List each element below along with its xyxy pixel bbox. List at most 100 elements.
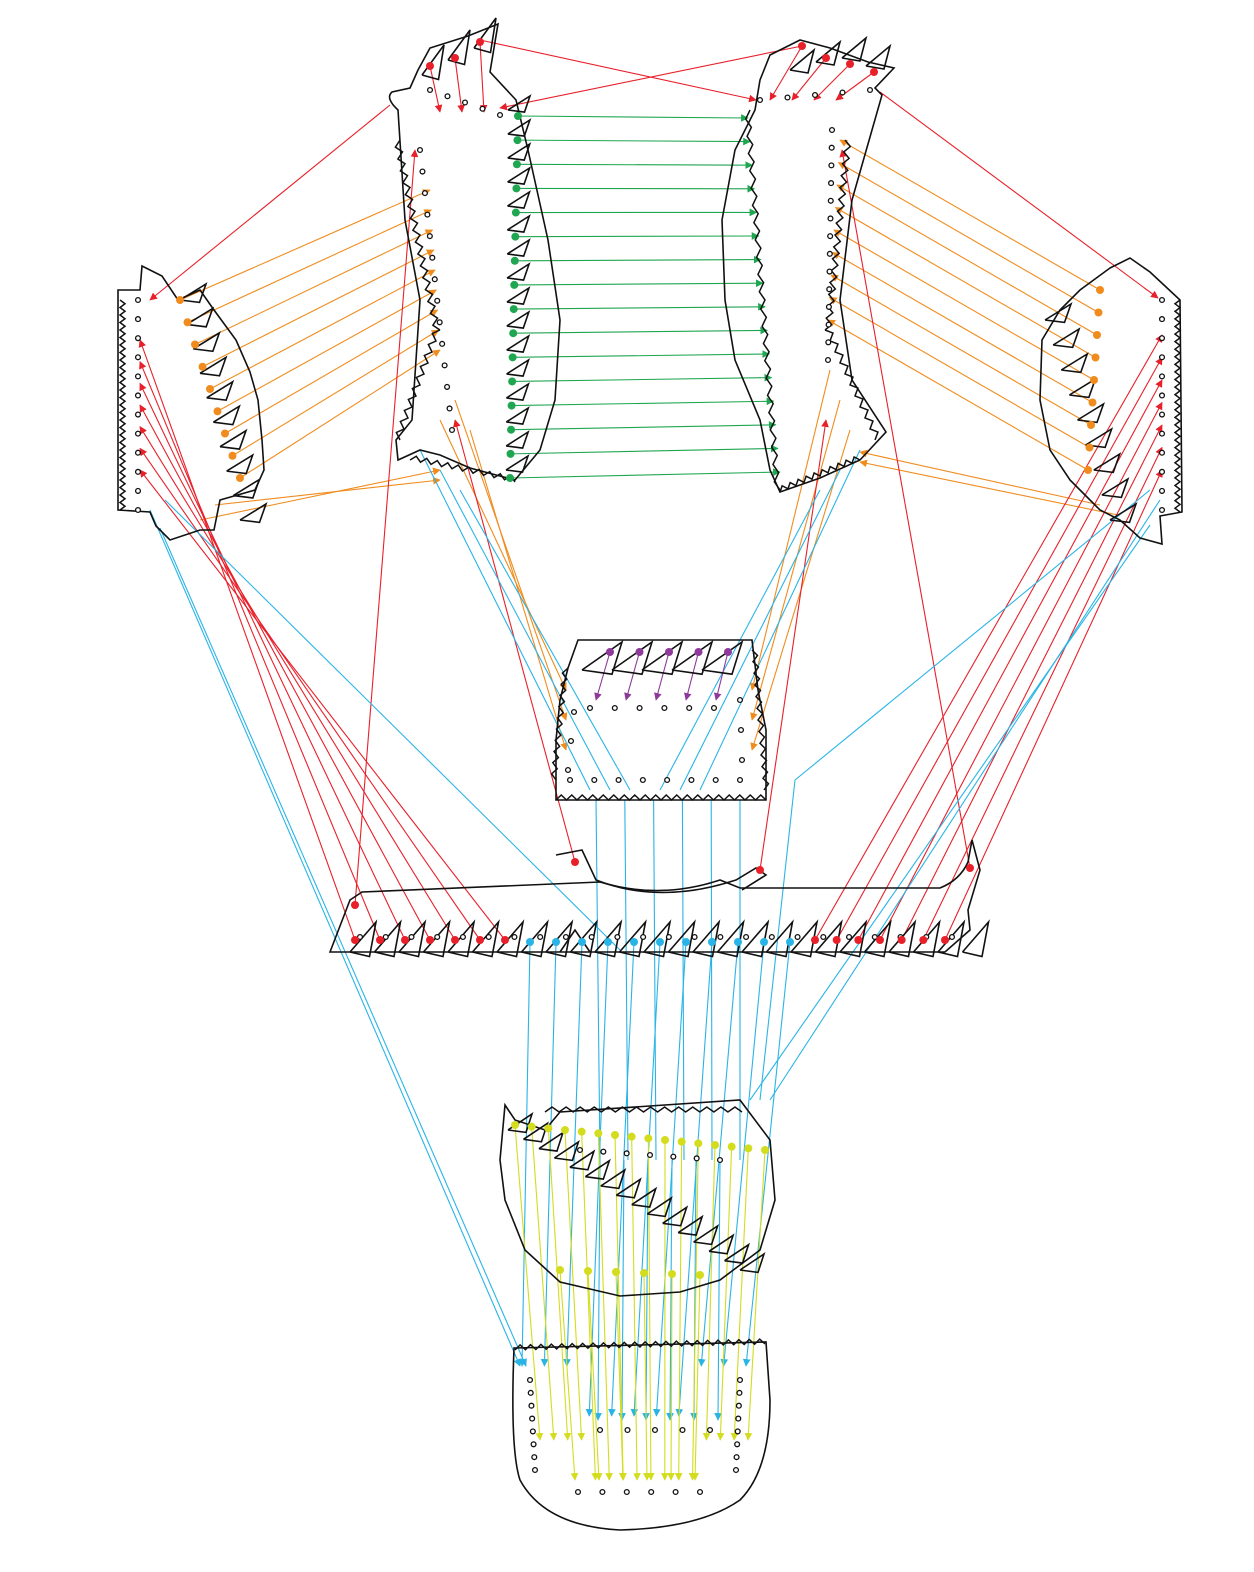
connection-line-orange	[179, 189, 431, 301]
connection-dot	[512, 184, 521, 193]
lower-fan-fin	[615, 1177, 642, 1199]
seam-hole	[429, 254, 436, 261]
seam-hole	[591, 776, 598, 784]
connection-dot	[584, 1267, 592, 1275]
upper-right-top-tab	[815, 39, 842, 66]
connection-line-yellow	[691, 1274, 701, 1481]
seam-hole	[734, 1441, 741, 1448]
connection-dot	[744, 1144, 753, 1153]
upper-left-fin	[506, 334, 531, 353]
center-gusset-tab	[701, 640, 744, 676]
connection-line-orange	[224, 309, 439, 434]
seam-hole	[623, 1150, 630, 1157]
connection-dot	[508, 353, 517, 362]
upper-left-fin	[506, 262, 531, 281]
lower-fan-fin	[584, 1158, 611, 1180]
seam-hole	[734, 1428, 741, 1435]
connection-dot	[1088, 398, 1097, 407]
seam-hole	[828, 162, 835, 169]
seam-hole	[866, 86, 874, 94]
connection-line-blue	[699, 449, 861, 791]
connection-line-orange	[839, 139, 1101, 291]
connection-line-blue	[742, 941, 791, 1367]
connection-line-yellow	[614, 1134, 627, 1481]
seam-hole	[845, 933, 853, 941]
upper-left-top-tab	[447, 29, 471, 66]
connection-line-green	[511, 421, 777, 431]
connection-line-red	[139, 469, 506, 941]
upper-right-zigzag-a	[824, 139, 852, 331]
connection-dot	[506, 449, 515, 458]
right-wing-fin	[1077, 402, 1106, 424]
connection-dot	[507, 425, 516, 434]
connection-line-yellow	[514, 1124, 544, 1441]
connection-line-orange	[217, 289, 437, 412]
connection-dot	[656, 938, 664, 946]
connection-line-yellow	[615, 1271, 627, 1481]
lower-fan-fin	[677, 1214, 704, 1236]
connection-dot	[1093, 331, 1101, 339]
seam-hole	[441, 362, 448, 369]
upper-left-top-tab	[473, 17, 497, 54]
seam-hole	[576, 1146, 584, 1154]
left-wing-fin	[239, 502, 268, 524]
seam-hole	[826, 268, 833, 275]
connection-line-blue	[459, 489, 631, 791]
connection-line-blue	[720, 941, 765, 1367]
connection-line-orange	[833, 229, 1095, 381]
connection-line-purple	[684, 651, 700, 701]
seam-hole	[1158, 296, 1166, 304]
connection-line-red	[138, 339, 356, 941]
connection-dot	[561, 1126, 569, 1134]
seam-hole	[588, 933, 595, 941]
left-wing-fin	[232, 477, 261, 499]
seam-hole	[696, 1488, 704, 1496]
seam-hole	[623, 1488, 630, 1496]
connection-line-blue	[595, 799, 601, 1161]
connection-line-yellow	[730, 1148, 749, 1441]
connection-dot	[811, 936, 819, 944]
upper-left-fin	[507, 190, 531, 209]
seam-hole	[416, 146, 424, 154]
connection-line-red	[139, 382, 406, 941]
connection-line-orange	[834, 207, 1096, 358]
seam-hole	[134, 506, 142, 514]
seam-hole	[1158, 316, 1166, 323]
seam-hole	[424, 211, 431, 218]
left-wing-fin	[199, 355, 228, 377]
center-gusset-left-zigzag	[550, 667, 569, 781]
connection-line-orange	[469, 429, 568, 751]
connection-line-blue	[769, 499, 1161, 1101]
connection-line-orange	[439, 419, 567, 691]
seam-hole	[448, 426, 456, 434]
connection-dot	[644, 1134, 653, 1143]
seam-hole	[134, 430, 142, 437]
connection-line-red	[857, 379, 1163, 941]
connection-dot	[661, 1136, 669, 1144]
connection-line-red	[879, 401, 1163, 941]
connection-dot	[635, 648, 644, 656]
connection-dot	[606, 648, 614, 656]
connection-dot	[682, 938, 690, 946]
connection-line-orange	[831, 252, 1093, 403]
connection-dot	[870, 68, 878, 76]
connection-line-red	[813, 63, 851, 101]
connection-dot	[694, 1139, 703, 1148]
connection-line-blue	[714, 1159, 722, 1421]
connection-line-purple	[713, 651, 729, 701]
upper-left-zigzag-c	[409, 455, 516, 483]
connection-dot	[919, 936, 928, 944]
seam-hole	[134, 373, 142, 380]
connection-dot	[941, 936, 949, 944]
seam-hole	[839, 89, 846, 96]
connection-dot	[1084, 466, 1092, 474]
upper-left-fin	[506, 238, 531, 257]
connection-line-orange	[859, 459, 1119, 516]
connection-dot	[510, 280, 519, 289]
connection-dot	[1085, 443, 1094, 452]
seam-hole	[408, 933, 415, 941]
upper-right-top-tab	[789, 47, 816, 74]
connection-dot	[512, 160, 521, 169]
connection-line-yellow	[559, 1269, 579, 1481]
